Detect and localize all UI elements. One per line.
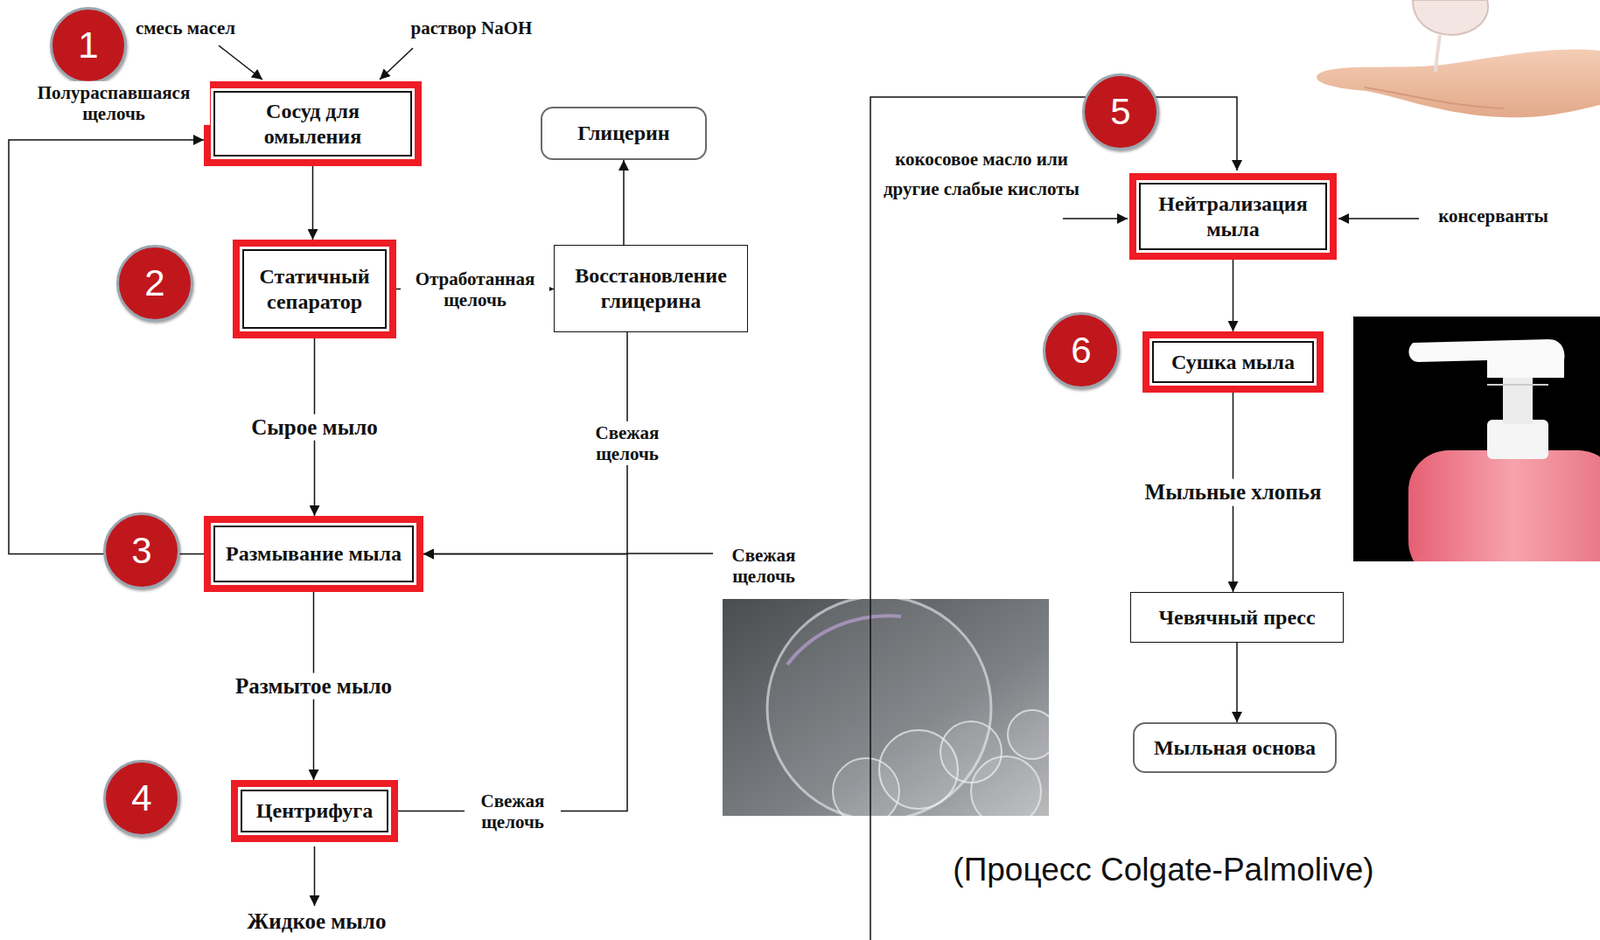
process-box: Размывание мыла xyxy=(203,516,424,593)
bubble-photo xyxy=(722,599,1049,817)
process-box: Чевячный пресс xyxy=(1130,592,1344,643)
process-box: Восстановление глицерина xyxy=(553,244,748,333)
edge-label-text: Мыльные хлопья xyxy=(1141,479,1326,507)
callout-circle: 3 xyxy=(103,512,181,590)
callout-number: 5 xyxy=(1110,90,1131,133)
callout-badge: 2 xyxy=(116,244,194,322)
flow-label: кокосовое масло или другие слабые кислот… xyxy=(876,145,1087,204)
box-text: Статичный сепаратор xyxy=(251,264,378,315)
callout-badge: 6 xyxy=(1042,312,1120,390)
callout-circle: 2 xyxy=(116,244,194,322)
callout-number: 1 xyxy=(77,24,98,67)
edge-label: Полураспавшаяся щелочь xyxy=(17,81,210,126)
callout-circle: 6 xyxy=(1042,312,1120,390)
box-outline: Нейтрализация мыла xyxy=(1138,182,1328,251)
callout-number: 6 xyxy=(1070,329,1091,372)
box-text: Размывание мыла xyxy=(225,541,402,567)
box-outline: Сушка мыла xyxy=(1152,341,1314,384)
callout-circle: 5 xyxy=(1082,73,1160,151)
flow-label: Жидкое мыло xyxy=(247,909,387,936)
box-text: Сосуд для омыления xyxy=(222,98,404,150)
flow-arrow xyxy=(1232,259,1235,332)
callout-circle: 4 xyxy=(103,760,181,838)
input-arrow xyxy=(379,48,413,80)
flow-arrow xyxy=(622,160,625,245)
edge-label: Отработанная щелочь xyxy=(400,266,550,311)
callout-badge: 1 xyxy=(49,6,127,84)
edge-label: Свежая щелочь xyxy=(579,421,676,466)
edge-label-text: Сырое мыло xyxy=(247,413,381,441)
input-arrow xyxy=(218,45,263,80)
box-text: Сушка мыла xyxy=(1171,349,1295,376)
hand-illustration xyxy=(1316,0,1600,118)
flow-label: смесь масел xyxy=(135,17,236,39)
caption: (Процесс Colgate-Palmolive) xyxy=(952,852,1374,889)
flow-label-text: кокосовое масло или другие слабые кислот… xyxy=(876,145,1087,204)
edge-label-text: Отработанная щелочь xyxy=(400,266,550,311)
process-box: Статичный сепаратор xyxy=(232,239,397,339)
flow-arrow xyxy=(8,139,204,555)
edge-label-text: Размытое мыло xyxy=(231,672,396,700)
input-arrow xyxy=(1062,217,1128,220)
callout-badge: 3 xyxy=(103,512,181,590)
flow-label: Свежая щелочь xyxy=(715,544,812,587)
flow-label-text: смесь масел xyxy=(135,17,236,39)
edge-label-text: Свежая щелочь xyxy=(579,421,676,466)
box-outline: Глицерин xyxy=(540,106,707,161)
box-text: Глицерин xyxy=(577,120,670,147)
flow-label: консерванты xyxy=(1438,205,1549,227)
terminal-box: Глицерин xyxy=(540,106,707,161)
flow-arrow xyxy=(1236,642,1238,723)
flow-label-text: консерванты xyxy=(1438,205,1549,227)
box-outline: Размывание мыла xyxy=(213,525,414,583)
box-text: Чевячный пресс xyxy=(1158,605,1315,631)
box-text: Восстановление глицерина xyxy=(561,263,741,315)
flow-label-text: Жидкое мыло xyxy=(247,909,387,936)
callout-badge: 4 xyxy=(103,760,181,838)
box-outline: Чевячный пресс xyxy=(1130,592,1344,643)
process-box: Сушка мыла xyxy=(1142,331,1324,393)
flow-label-text: Свежая щелочь xyxy=(715,544,812,587)
flow-arrow xyxy=(312,166,315,240)
callout-number: 3 xyxy=(131,530,152,573)
callout-number: 2 xyxy=(144,262,165,305)
box-outline: Статичный сепаратор xyxy=(242,249,387,329)
terminal-box: Мыльная основа xyxy=(1132,722,1337,774)
output-arrow xyxy=(314,846,316,907)
input-line xyxy=(627,552,713,555)
flow-label: раствор NaOH xyxy=(411,17,533,39)
input-arrow xyxy=(1338,217,1419,220)
box-text: Мыльная основа xyxy=(1153,735,1316,762)
soap-bottle-photo xyxy=(1353,316,1600,562)
box-outline: Мыльная основа xyxy=(1132,722,1337,774)
box-outline: Сосуд для омыления xyxy=(213,90,413,157)
callout-number: 4 xyxy=(131,777,152,820)
flow-arrow xyxy=(398,554,628,812)
box-outline: Центрифуга xyxy=(240,789,389,833)
callout-circle: 1 xyxy=(49,6,127,84)
box-text: Нейтрализация мыла xyxy=(1147,191,1319,243)
edge-label-text: Полураспавшаяся щелочь xyxy=(17,81,210,126)
box-outline: Восстановление глицерина xyxy=(553,244,748,333)
process-box: Центрифуга xyxy=(230,780,399,843)
edge-label-text: Свежая щелочь xyxy=(464,789,561,833)
edge-label: Свежая щелочь xyxy=(464,789,561,833)
process-box: Сосуд для омыления xyxy=(203,81,422,167)
caption-text: (Процесс Colgate-Palmolive) xyxy=(952,852,1374,889)
box-text: Центрифуга xyxy=(256,798,373,825)
edge-label: Сырое мыло xyxy=(247,413,381,441)
flow-label-text: раствор NaOH xyxy=(411,17,533,39)
edge-label: Размытое мыло xyxy=(231,672,396,700)
process-box: Нейтрализация мыла xyxy=(1129,173,1337,260)
callout-badge: 5 xyxy=(1082,73,1160,151)
edge-label: Мыльные хлопья xyxy=(1141,479,1326,507)
